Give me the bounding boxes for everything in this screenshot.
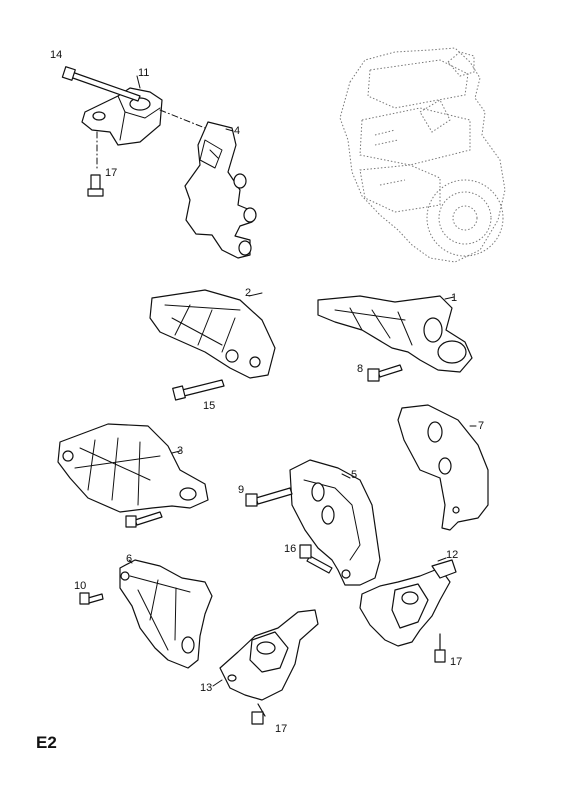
callout-7: 7: [478, 420, 485, 432]
bolt-10: [79, 592, 104, 605]
bolt-16: [299, 544, 333, 574]
bolt-15: [172, 379, 225, 401]
callout-3: 3: [177, 445, 184, 457]
bolt-14: [61, 66, 141, 102]
part-11-mount: [81, 87, 163, 146]
part-1-bracket: [317, 295, 473, 373]
sheet-code: E2: [36, 733, 57, 752]
callout-12: 12: [446, 549, 459, 561]
callout-8: 8: [357, 363, 364, 375]
callout-16: 16: [284, 543, 297, 555]
callout-5: 5: [351, 469, 358, 481]
callout-11: 11: [138, 67, 150, 79]
callout-6: 6: [126, 553, 133, 565]
part-7-bracket: [397, 404, 489, 531]
callout-15: 15: [203, 400, 216, 412]
callout-17-right: 17: [450, 656, 463, 668]
part-4-bracket: [184, 121, 257, 259]
part-5-bracket: [289, 459, 381, 586]
bolt-3-fixing: [125, 511, 163, 528]
callout-1: 1: [451, 292, 458, 304]
part-6-bracket: [119, 559, 213, 669]
leader-lines: [128, 75, 477, 687]
bolt-17-lower: [251, 703, 266, 725]
part-12-mount: [359, 559, 457, 647]
callout-10: 10: [74, 580, 87, 592]
bolt-9: [245, 487, 293, 507]
callout-14: 14: [50, 49, 63, 61]
callout-17-upper: 17: [105, 167, 118, 179]
bolt-17-right: [434, 633, 446, 663]
part-3-bracket: [57, 423, 209, 513]
callout-13: 13: [200, 682, 213, 694]
mount-axis-line: [159, 109, 206, 129]
bolt-17-upper: [87, 174, 104, 197]
bolt-8: [367, 364, 403, 382]
part-2-bracket: [149, 289, 276, 379]
engine-outline-illustration: [339, 47, 506, 263]
part-13-mount: [219, 609, 319, 701]
callout-2: 2: [245, 287, 252, 299]
callout-4: 4: [234, 125, 241, 137]
callout-17-lower: 17: [275, 723, 288, 735]
callout-9: 9: [238, 484, 245, 496]
